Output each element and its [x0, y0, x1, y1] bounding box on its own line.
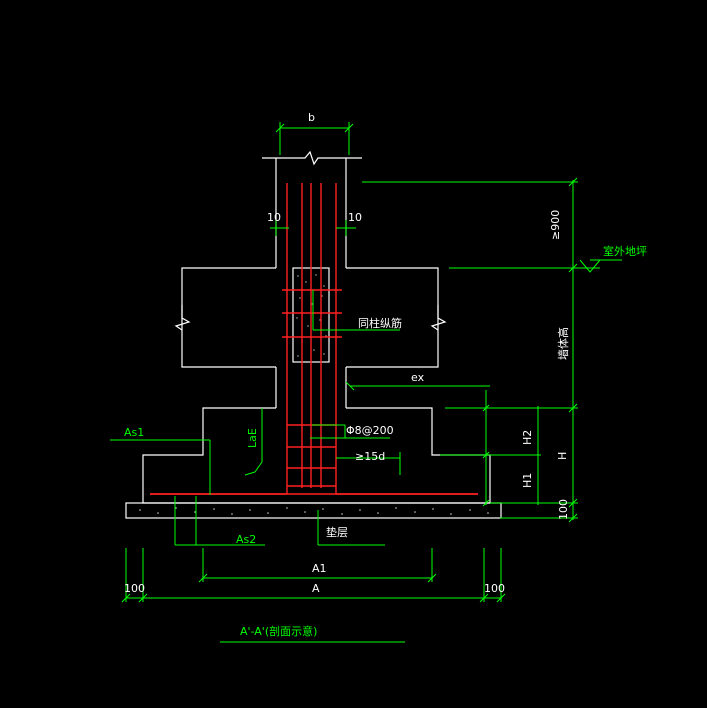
- a1-label: A1: [312, 562, 327, 575]
- column-rebar-label: 同柱纵筋: [358, 316, 402, 330]
- cover-right-label: 10: [348, 211, 362, 224]
- as2-label: As2: [236, 533, 256, 546]
- cover-left-label: 10: [267, 211, 281, 224]
- drawing-title: A'-A'(剖面示意): [240, 624, 317, 638]
- column-width-label: b: [308, 111, 315, 124]
- wall-height-label: 墙体高: [556, 327, 570, 360]
- h2-label: H2: [521, 430, 534, 445]
- right-100-label: 100: [484, 582, 505, 595]
- bottom-100-label: 100: [557, 499, 570, 520]
- as1-label: As1: [124, 426, 144, 439]
- rebar: [150, 183, 478, 495]
- dimension-lines: [110, 122, 622, 643]
- ground-level-label: 室外地坪: [603, 244, 647, 258]
- min-length-label: ≥15d: [355, 450, 385, 463]
- cushion-hatch: [139, 507, 489, 515]
- cushion-label: 垫层: [326, 525, 348, 539]
- h1-label: H1: [521, 473, 534, 488]
- h-label: H: [556, 452, 569, 460]
- anchor-length-label: LaE: [246, 428, 259, 448]
- a-label: A: [312, 582, 320, 595]
- embed-depth-label: ≥900: [549, 210, 562, 240]
- concrete-outline: [125, 150, 502, 519]
- left-100-label: 100: [124, 582, 145, 595]
- stirrup-label: Φ8@200: [346, 424, 394, 437]
- offset-label: ex: [411, 371, 425, 384]
